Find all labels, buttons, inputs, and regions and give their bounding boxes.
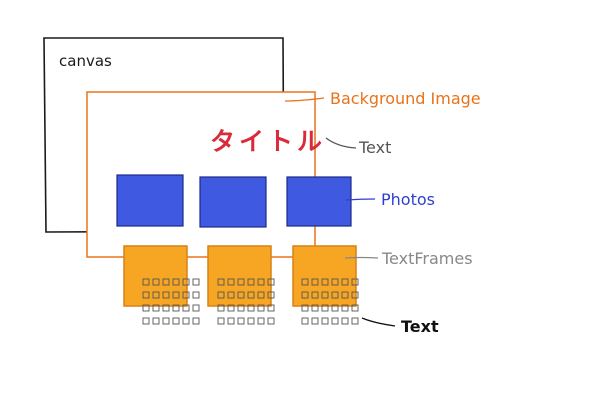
placeholder-glyph: [351, 291, 359, 299]
placeholder-glyph: [162, 304, 170, 312]
placeholder-glyph: [331, 317, 339, 325]
placeholder-glyph: [341, 291, 349, 299]
photos-label: Photos: [381, 190, 435, 209]
placeholder-glyph: [142, 317, 150, 325]
placeholder-glyph: [257, 291, 265, 299]
placeholder-glyph: [301, 278, 309, 286]
placeholder-glyph: [351, 304, 359, 312]
placeholder-glyph: [267, 317, 275, 325]
placeholder-glyph: [301, 317, 309, 325]
placeholder-glyph: [267, 291, 275, 299]
placeholder-text-glyphs: [142, 278, 359, 325]
placeholder-glyph: [247, 291, 255, 299]
placeholder-glyph: [162, 317, 170, 325]
photo-3: [286, 176, 352, 227]
placeholder-glyph: [182, 304, 190, 312]
placeholder-glyph: [162, 278, 170, 286]
connector-body-text: [361, 317, 396, 327]
placeholder-glyph: [257, 278, 265, 286]
placeholder-glyph: [172, 317, 180, 325]
placeholder-glyph: [331, 278, 339, 286]
placeholder-glyph: [192, 304, 200, 312]
placeholder-glyph: [257, 304, 265, 312]
placeholder-glyph: [311, 304, 319, 312]
placeholder-glyph: [257, 317, 265, 325]
placeholder-glyph: [152, 304, 160, 312]
placeholder-glyph: [247, 317, 255, 325]
placeholder-glyph: [142, 304, 150, 312]
placeholder-glyph: [227, 317, 235, 325]
placeholder-glyph: [237, 278, 245, 286]
placeholder-glyph: [301, 291, 309, 299]
connector-background-image: [284, 97, 325, 102]
placeholder-glyph: [267, 304, 275, 312]
placeholder-glyph: [341, 317, 349, 325]
placeholder-glyph: [321, 291, 329, 299]
placeholder-glyph: [182, 278, 190, 286]
placeholder-glyph: [217, 291, 225, 299]
placeholder-glyph: [172, 278, 180, 286]
placeholder-glyph: [152, 291, 160, 299]
placeholder-glyph: [172, 291, 180, 299]
placeholder-glyph: [311, 291, 319, 299]
placeholder-glyph: [331, 291, 339, 299]
placeholder-glyph: [152, 317, 160, 325]
placeholder-glyph: [321, 317, 329, 325]
placeholder-glyph: [182, 317, 190, 325]
placeholder-glyph: [227, 278, 235, 286]
placeholder-glyph: [311, 278, 319, 286]
placeholder-glyph: [341, 278, 349, 286]
placeholder-glyph: [247, 304, 255, 312]
placeholder-glyph: [237, 317, 245, 325]
photo-1: [116, 174, 184, 227]
placeholder-glyph: [331, 304, 339, 312]
connector-title-text: [325, 137, 357, 149]
text-frame-3: [292, 245, 357, 307]
text-frame-1: [123, 245, 188, 307]
text-frame-2: [207, 245, 272, 307]
text-frames-label: TextFrames: [381, 249, 473, 268]
placeholder-glyph: [311, 317, 319, 325]
photo-2: [199, 176, 267, 228]
placeholder-glyph: [217, 304, 225, 312]
placeholder-glyph: [301, 304, 309, 312]
placeholder-glyph: [192, 291, 200, 299]
placeholder-glyph: [321, 304, 329, 312]
placeholder-glyph: [162, 291, 170, 299]
placeholder-glyph: [267, 278, 275, 286]
placeholder-glyph: [247, 278, 255, 286]
placeholder-glyph: [351, 278, 359, 286]
placeholder-glyph: [227, 291, 235, 299]
connector-photos: [345, 198, 376, 201]
placeholder-glyph: [217, 317, 225, 325]
placeholder-glyph: [341, 304, 349, 312]
connector-text-frames: [344, 256, 379, 259]
placeholder-glyph: [217, 278, 225, 286]
title-text: タイトル: [210, 127, 326, 156]
canvas-label: canvas: [59, 52, 112, 70]
placeholder-glyph: [237, 304, 245, 312]
placeholder-glyph: [172, 304, 180, 312]
placeholder-glyph: [192, 278, 200, 286]
placeholder-glyph: [142, 291, 150, 299]
placeholder-glyph: [227, 304, 235, 312]
placeholder-glyph: [182, 291, 190, 299]
placeholder-glyph: [351, 317, 359, 325]
text-title-label: Text: [358, 138, 391, 157]
placeholder-glyph: [237, 291, 245, 299]
placeholder-glyph: [321, 278, 329, 286]
placeholder-glyph: [152, 278, 160, 286]
background-image-label: Background Image: [330, 89, 481, 108]
placeholder-glyph: [142, 278, 150, 286]
placeholder-glyph: [192, 317, 200, 325]
body-text-label: Text: [401, 317, 439, 336]
